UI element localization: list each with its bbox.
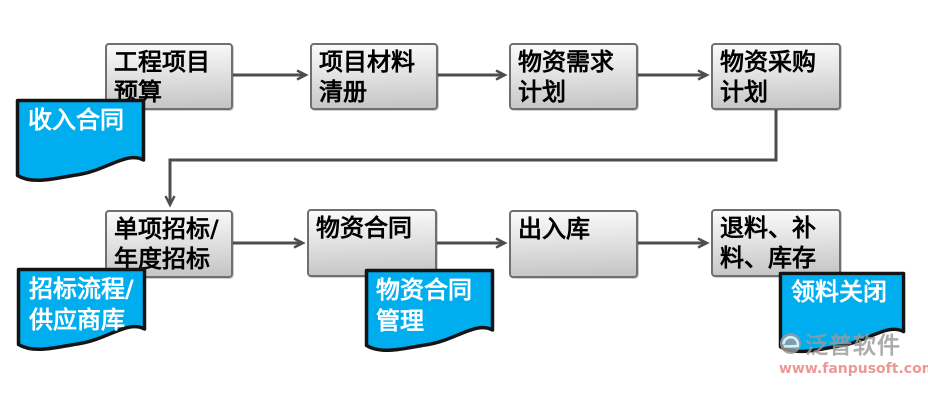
watermark-brand-text: 泛普软件	[805, 333, 901, 359]
callout-income-contract: 收入合同	[15, 98, 146, 188]
document-shape-icon	[364, 268, 495, 352]
callout-label: 招标流程/ 供应商库	[29, 275, 134, 334]
callout-requisition-close: 领料关闭	[778, 270, 906, 360]
callout-label: 领料关闭	[791, 278, 887, 306]
flow-box-project-budget: 工程项目 预算	[105, 43, 233, 110]
document-shape-icon	[16, 267, 147, 351]
fanpu-logo-icon	[780, 332, 801, 354]
flow-box-warehouse-in-out: 出入库	[509, 210, 638, 278]
flow-box-return-refill-stock: 退料、补 料、库存	[711, 209, 841, 277]
callout-material-contract-mgmt: 物资合同 管理	[363, 268, 496, 358]
callout-bidding-process-suppliers: 招标流程/ 供应商库	[16, 267, 147, 357]
arrow-purchase-to-bidding	[164, 110, 778, 208]
document-shape-icon	[15, 98, 146, 182]
flow-box-project-material-list: 项目材料 清册	[310, 43, 438, 110]
watermark-url-text: www.fanpusoft.com	[779, 361, 928, 377]
flow-box-single-annual-bidding: 单项招标/ 年度招标	[105, 210, 233, 278]
callout-label: 收入合同	[28, 106, 124, 134]
fanpusoft-watermark: 泛普软件 www.fanpusoft.com	[779, 326, 928, 377]
callout-label: 物资合同 管理	[376, 276, 472, 335]
flow-box-material-purchase-plan: 物资采购 计划	[711, 43, 841, 110]
flow-box-material-contract: 物资合同	[307, 209, 437, 277]
flow-box-material-demand-plan: 物资需求 计划	[509, 43, 638, 110]
